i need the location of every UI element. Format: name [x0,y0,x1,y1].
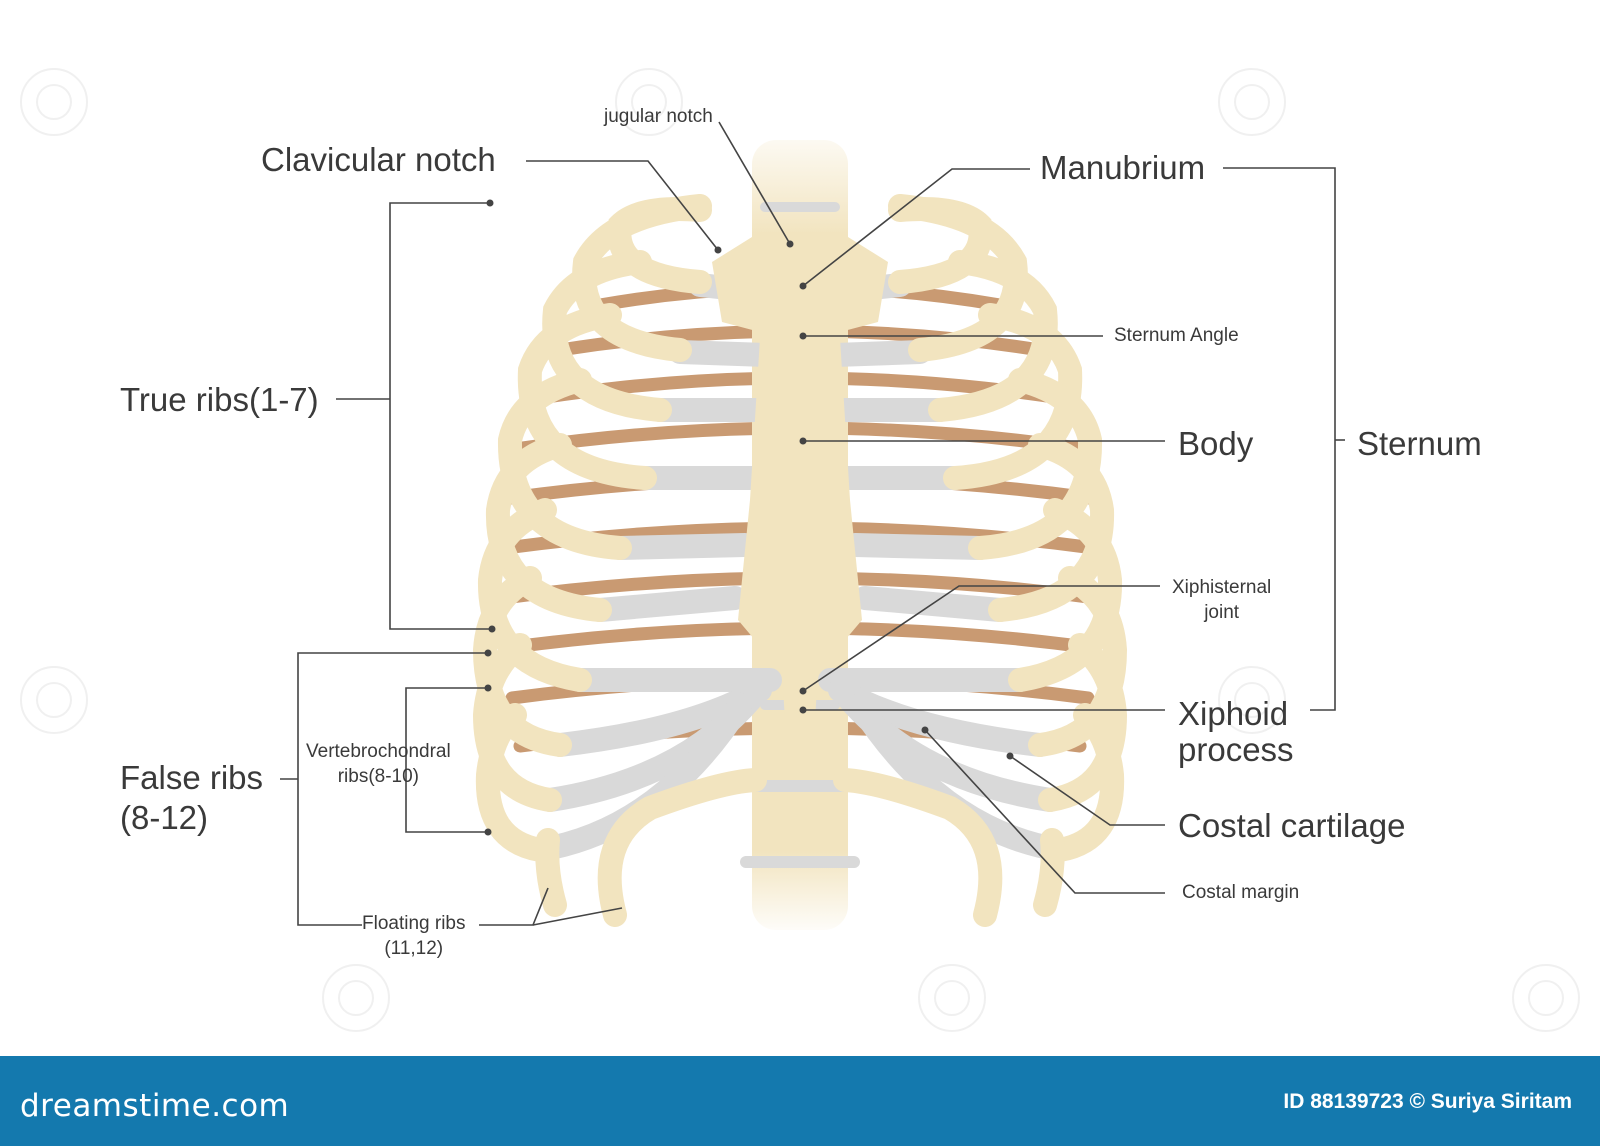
label-jugular-notch: jugular notch [604,106,713,127]
label-vertebrochondral-line2: ribs(8-10) [337,765,420,787]
label-costal-cartilage: Costal cartilage [1178,807,1406,844]
watermark-swirl [322,964,390,1032]
watermark-swirl [918,964,986,1032]
label-true-ribs: True ribs(1-7) [120,381,319,418]
leader-lines [280,121,1345,926]
label-vertebrochondral-line1: Vertebrochondral [306,741,451,762]
watermark-swirl [20,68,88,136]
watermark-swirl [1512,964,1580,1032]
rib-cage-diagram [280,121,1345,930]
label-clavicular-notch: Clavicular notch [261,141,496,178]
label-xiphisternal-joint: Xiphisternal joint [1172,577,1272,623]
label-floating-line1: Floating ribs [362,913,466,934]
label-xiphoid-line2: process [1178,730,1294,768]
sternum-body-shape [738,338,862,672]
footer-bar: dreamstime.com ID 88139723 © Suriya Siri… [0,1056,1600,1146]
sternum-bone [712,232,888,750]
label-body: Body [1178,425,1254,462]
label-costal-margin: Costal margin [1182,882,1300,903]
manubrium-shape [712,232,888,332]
label-floating-ribs: Floating ribs (11,12) [362,913,466,959]
watermark-swirl [20,666,88,734]
label-xiphisternal-line1: Xiphisternal [1172,577,1272,598]
watermark-swirl [1218,666,1286,734]
label-vertebrochondral-ribs: Vertebrochondral ribs(8-10) [306,741,451,787]
label-xiphisternal-line2: joint [1204,601,1240,623]
leader-dots [484,199,1014,836]
label-floating-line2: (11,12) [384,937,444,959]
watermark-swirl [615,68,683,136]
label-manubrium: Manubrium [1040,149,1206,186]
label-false-ribs-line2: (8-12) [120,798,209,836]
image-id-credit: ID 88139723 © Suriya Siritam [1283,1090,1572,1113]
label-xiphoid-process: Xiphoid process [1178,696,1294,767]
watermark-swirl [1218,68,1286,136]
label-sternum-angle: Sternum Angle [1114,325,1239,346]
label-false-ribs: False ribs (8-12) [120,760,263,835]
label-sternum: Sternum [1357,425,1482,462]
anterior-ribs [472,194,1128,927]
label-xiphoid-line1: Xiphoid [1178,695,1289,732]
brand-logo-text: dreamstime.com [20,1088,290,1124]
label-false-ribs-line1: False ribs [120,759,264,796]
